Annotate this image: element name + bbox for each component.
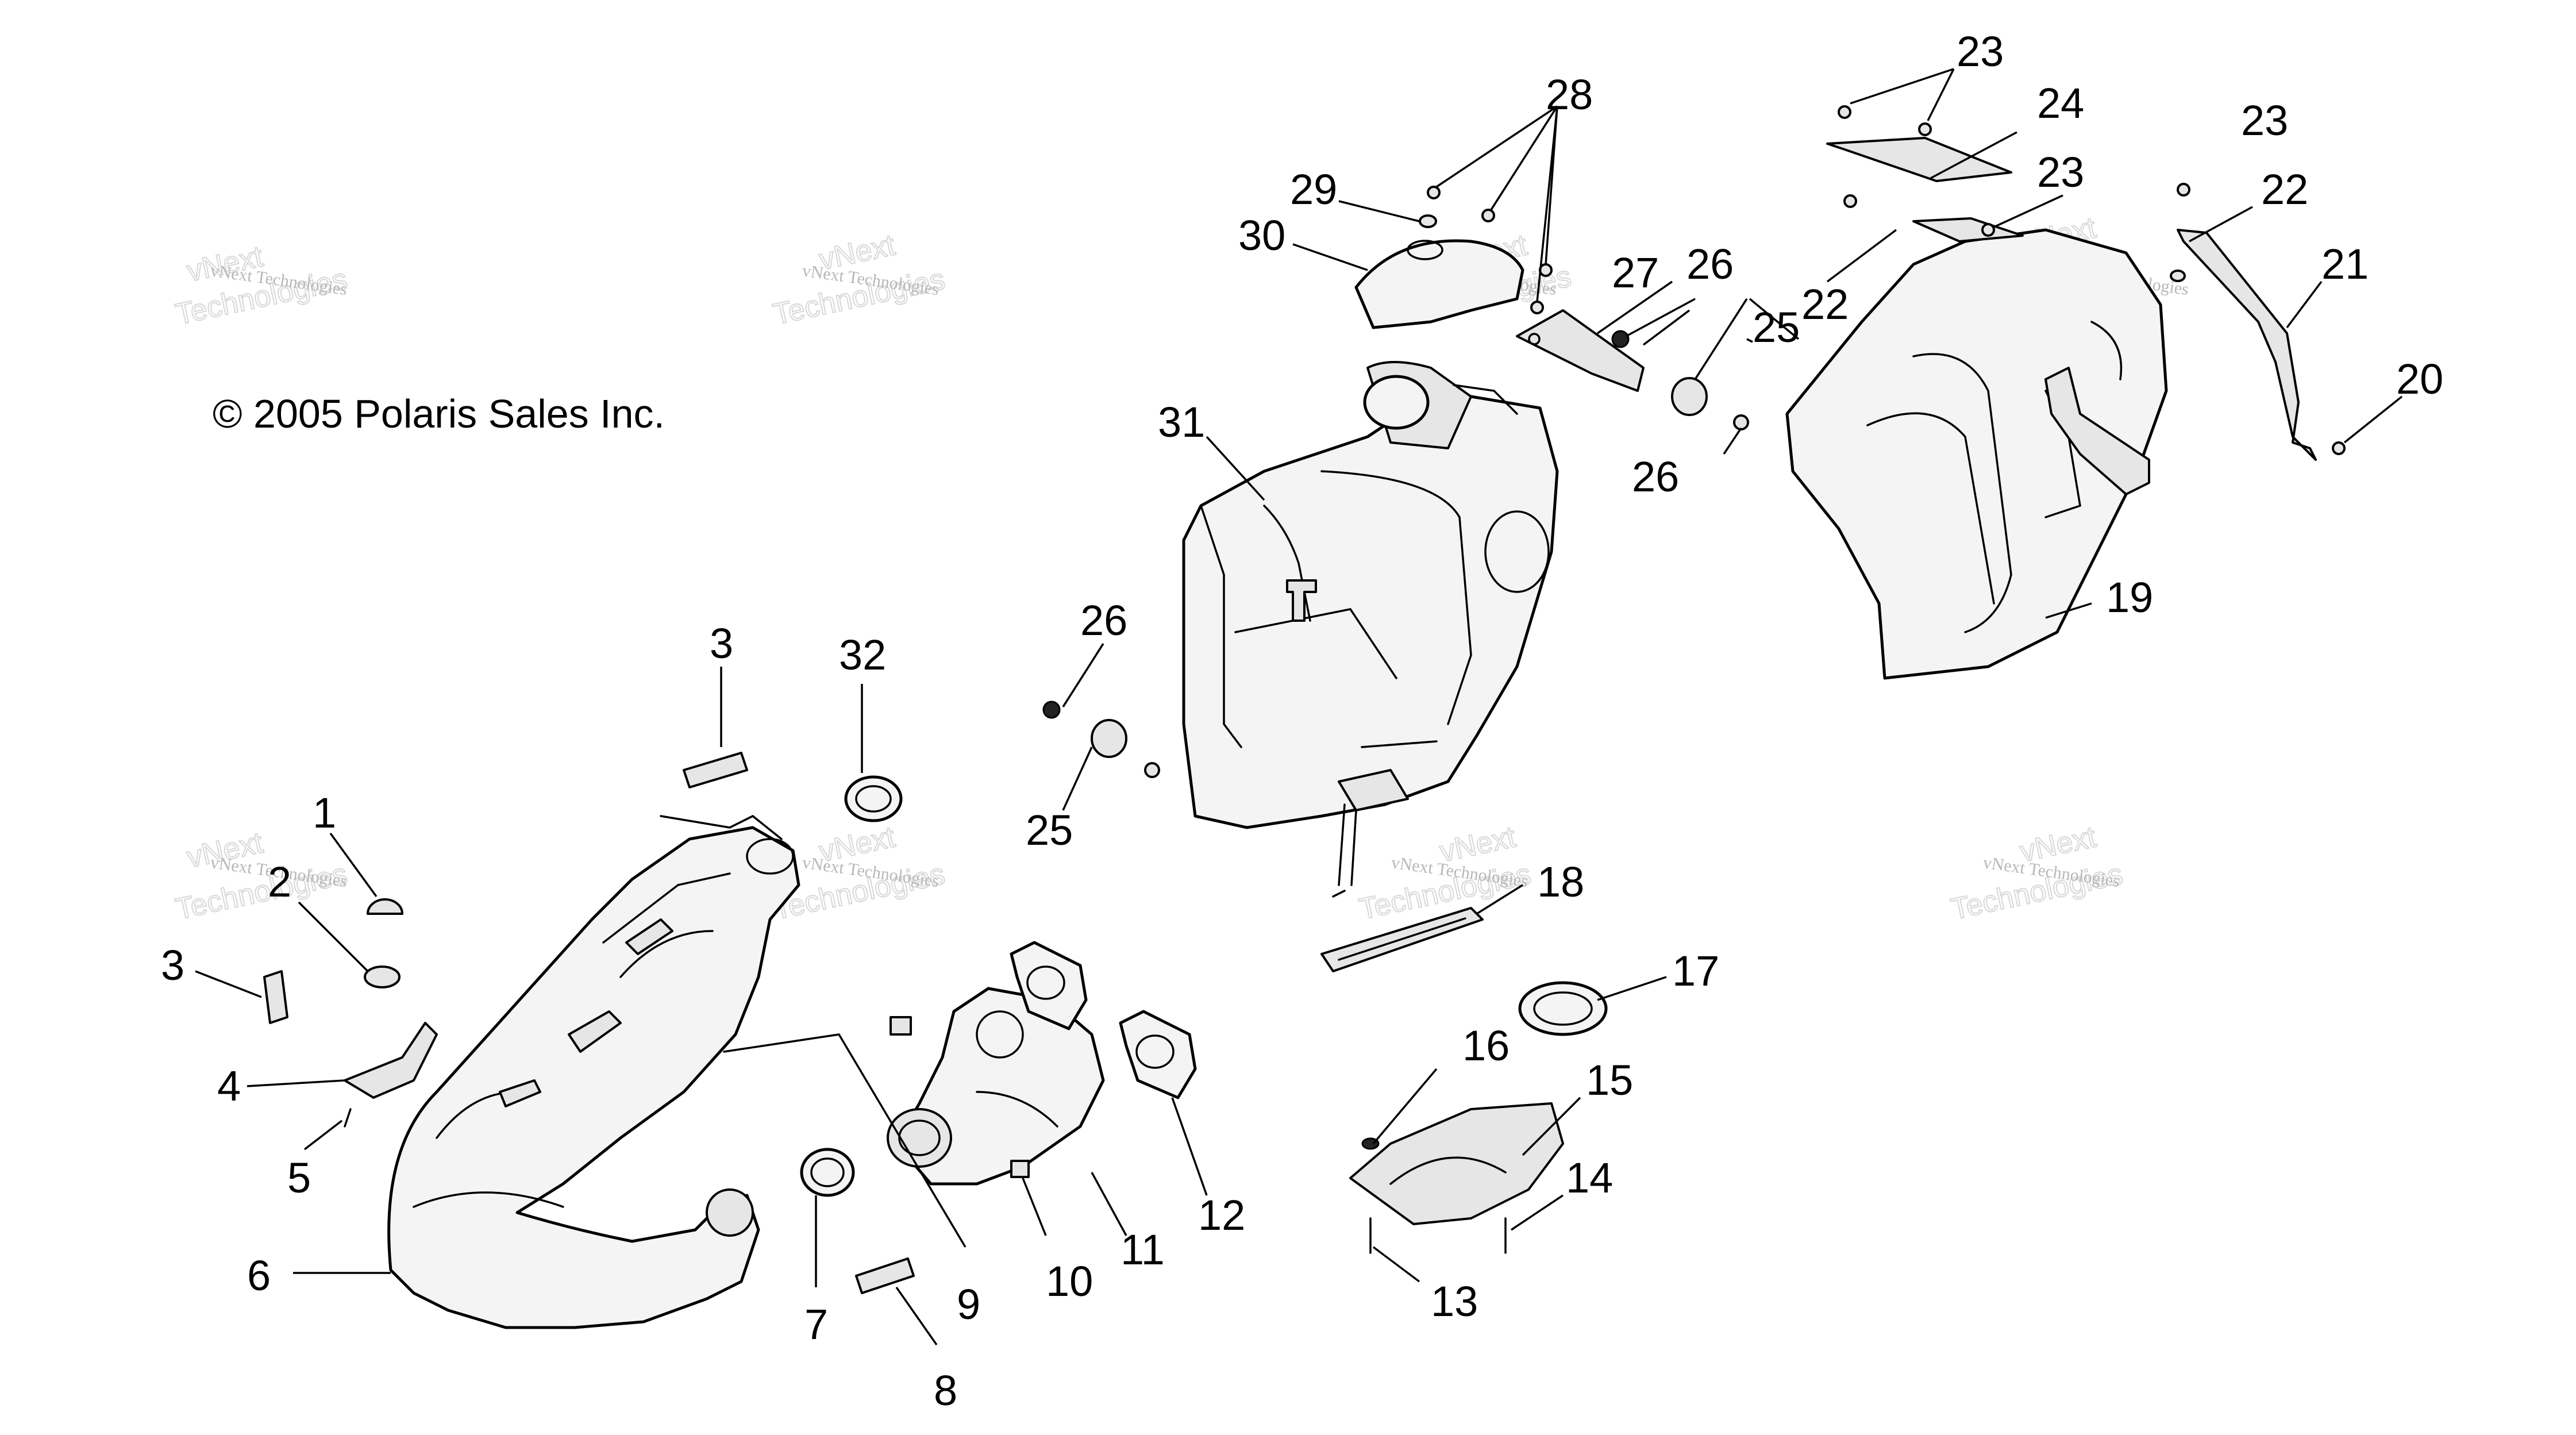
callout-25: 25: [1753, 303, 1800, 351]
callout-13: 13: [1431, 1278, 1478, 1325]
muffler-part: [1182, 361, 1559, 898]
callout-5: 5: [287, 1154, 311, 1202]
callout-1: 1: [313, 789, 336, 837]
spring-part: [263, 752, 915, 1294]
callout-18: 18: [1537, 858, 1584, 906]
callout-25: 25: [1026, 806, 1073, 854]
grommet-part: [1042, 330, 1749, 778]
callout-27: 27: [1612, 249, 1659, 297]
callout-23: 23: [2241, 97, 2288, 144]
callout-24: 24: [2037, 79, 2084, 127]
lower-shield-part: [1349, 1102, 1564, 1225]
callout-4: 4: [217, 1062, 241, 1110]
outlet-shield-part: [1354, 239, 1524, 329]
callout-28: 28: [1546, 71, 1593, 118]
mount-bracket-part: [1516, 309, 1645, 392]
callout-23: 23: [2037, 148, 2084, 196]
callout-30: 30: [1238, 211, 1285, 259]
seal-ring-part: [1518, 981, 1608, 1036]
watermark-5: vNext Technologies vNext Technologies: [172, 825, 351, 926]
callout-6: 6: [247, 1252, 271, 1299]
callout-32: 32: [839, 631, 886, 679]
copyright-notice: © 2005 Polaris Sales Inc.: [213, 391, 665, 436]
callout-26: 26: [1632, 453, 1679, 501]
callout-3: 3: [161, 941, 184, 989]
callout-10: 10: [1046, 1257, 1093, 1305]
callout-22: 22: [1801, 280, 1849, 328]
watermark-1: vNext Technologies vNext Technologies: [172, 239, 351, 332]
callout-21: 21: [2321, 240, 2369, 288]
callout-23: 23: [1957, 28, 2004, 75]
callout-26: 26: [1686, 240, 1734, 288]
callout-31: 31: [1158, 398, 1205, 446]
callout-14: 14: [1566, 1154, 1613, 1202]
callout-12: 12: [1198, 1191, 1245, 1239]
callout-3: 3: [710, 620, 733, 667]
leader-lines: [195, 68, 2403, 1346]
exhaust-pipe-part: [387, 814, 800, 1329]
callout-29: 29: [1290, 166, 1337, 213]
hardware-part: [344, 105, 2346, 1254]
callout-16: 16: [1462, 1022, 1510, 1069]
callout-19: 19: [2106, 574, 2153, 621]
callout-11: 11: [1120, 1226, 1165, 1274]
heat-shield-part: [1785, 228, 2168, 680]
callout-9: 9: [957, 1280, 980, 1328]
watermark-2: vNext Technologies vNext Technologies: [769, 228, 948, 332]
callout-26: 26: [1080, 597, 1127, 644]
manifold-part: [887, 987, 1105, 1186]
callout-7: 7: [804, 1301, 828, 1348]
callout-labels: 1 2 3 3 4 5 6 7 8 9 10 11 12 13 14 15 16…: [161, 28, 2443, 1414]
callout-17: 17: [1672, 947, 1719, 995]
callout-2: 2: [268, 858, 291, 906]
bracket-part: [2177, 229, 2317, 461]
shield-plate-part: [1826, 137, 2024, 243]
watermark-8: vNext Technologies vNext Technologies: [1947, 820, 2126, 926]
callout-22: 22: [2261, 166, 2308, 213]
watermark-7: vNext Technologies vNext Technologies: [1356, 820, 1534, 926]
callout-20: 20: [2396, 355, 2443, 403]
gasket-part: [1010, 941, 1197, 1099]
callout-15: 15: [1586, 1056, 1633, 1104]
seal-part: [800, 775, 903, 1197]
heat-strip-part: [1320, 907, 1484, 972]
callout-8: 8: [934, 1367, 957, 1414]
